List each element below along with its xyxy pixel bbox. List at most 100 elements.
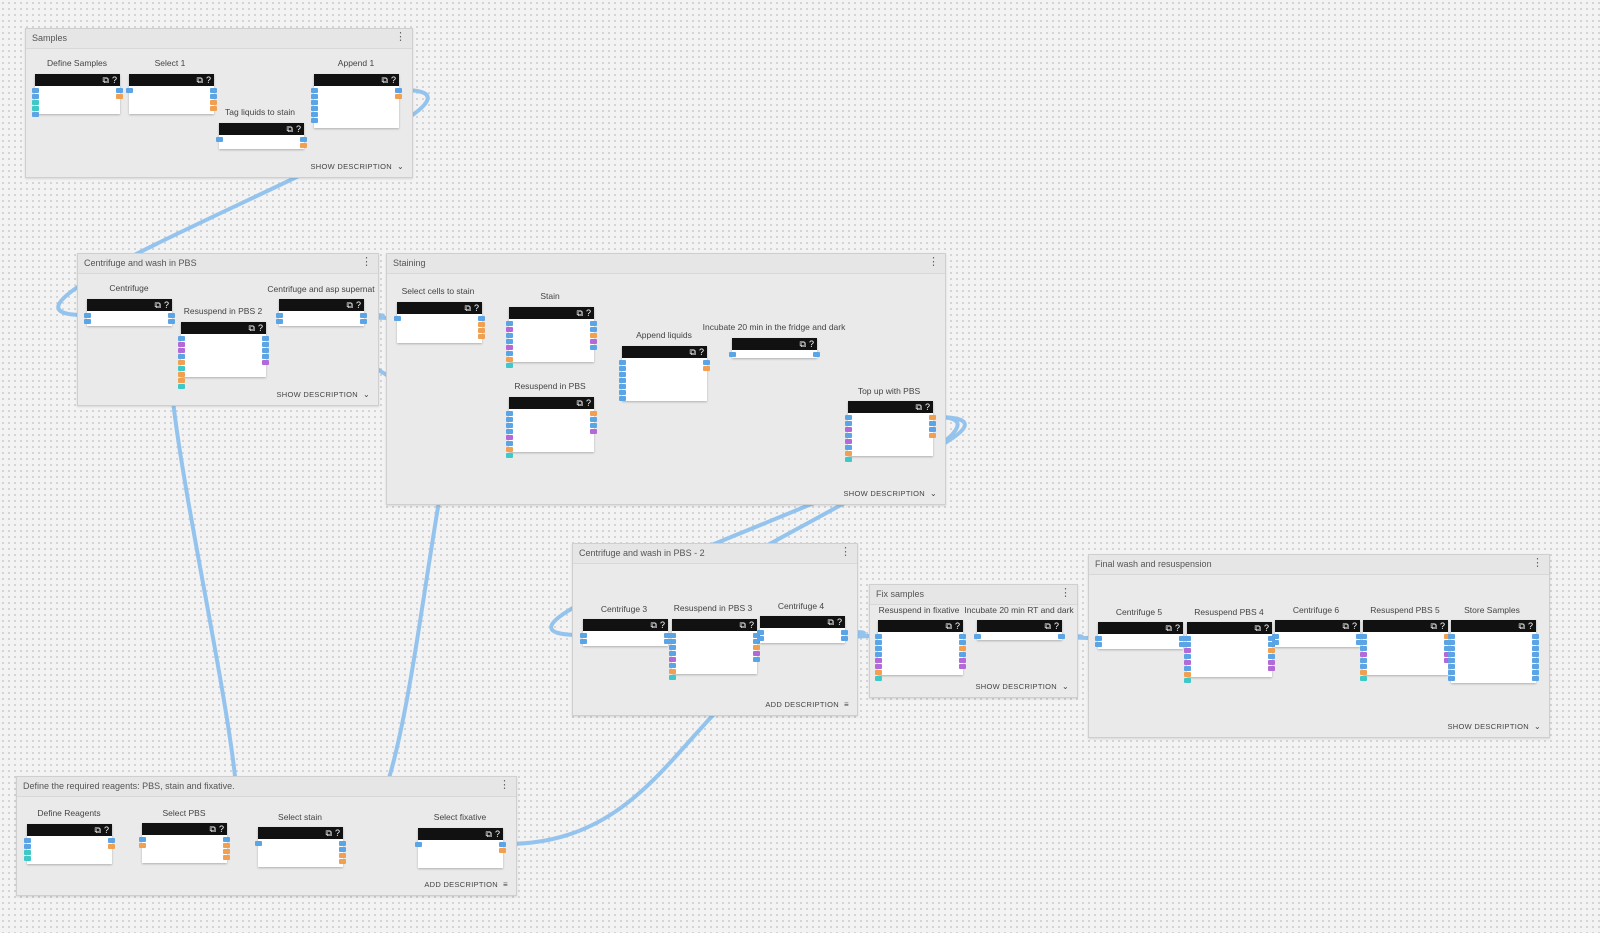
output-port[interactable] bbox=[753, 651, 760, 656]
element-centrifuge[interactable]: ⧉? bbox=[87, 299, 172, 326]
input-port[interactable] bbox=[178, 342, 185, 347]
element-store-samples[interactable]: ⧉? bbox=[1451, 620, 1536, 683]
element-header[interactable]: ⧉? bbox=[1451, 620, 1536, 632]
more-vert-icon[interactable]: ⋮ bbox=[1060, 587, 1071, 599]
input-port[interactable] bbox=[1184, 642, 1191, 647]
element-centrifuge-3[interactable]: ⧉? bbox=[583, 619, 668, 646]
input-port[interactable] bbox=[1184, 636, 1191, 641]
more-vert-icon[interactable]: ⋮ bbox=[499, 779, 510, 791]
help-icon[interactable]: ? bbox=[1174, 623, 1180, 633]
input-port[interactable] bbox=[139, 843, 146, 848]
input-port[interactable] bbox=[1448, 670, 1455, 675]
input-port[interactable] bbox=[669, 663, 676, 668]
input-port[interactable] bbox=[619, 396, 626, 401]
input-port[interactable] bbox=[875, 634, 882, 639]
output-port[interactable] bbox=[1444, 634, 1451, 639]
input-port[interactable] bbox=[32, 88, 39, 93]
connection-wire[interactable] bbox=[168, 336, 240, 841]
element-header[interactable]: ⧉? bbox=[977, 620, 1062, 632]
help-icon[interactable]: ? bbox=[295, 124, 301, 134]
output-port[interactable] bbox=[590, 411, 597, 416]
element-header[interactable]: ⧉? bbox=[583, 619, 668, 631]
input-port[interactable] bbox=[1360, 652, 1367, 657]
output-port[interactable] bbox=[841, 630, 848, 635]
input-port[interactable] bbox=[669, 675, 676, 680]
output-port[interactable] bbox=[753, 633, 760, 638]
open-in-new-icon[interactable]: ⧉ bbox=[1342, 621, 1349, 631]
output-port[interactable] bbox=[478, 316, 485, 321]
input-port[interactable] bbox=[619, 366, 626, 371]
input-port[interactable] bbox=[506, 345, 513, 350]
open-in-new-icon[interactable]: ⧉ bbox=[102, 75, 109, 85]
output-port[interactable] bbox=[262, 360, 269, 365]
output-port[interactable] bbox=[1532, 646, 1539, 651]
show-description-button[interactable]: SHOW DESCRIPTION⌄ bbox=[844, 489, 938, 498]
help-icon[interactable]: ? bbox=[954, 621, 960, 631]
output-port[interactable] bbox=[590, 429, 597, 434]
input-port[interactable] bbox=[1448, 634, 1455, 639]
element-tag-liquids[interactable]: ⧉? bbox=[219, 123, 304, 149]
element-select-cells[interactable]: ⧉? bbox=[397, 302, 482, 343]
output-port[interactable] bbox=[339, 853, 346, 858]
input-port[interactable] bbox=[24, 844, 31, 849]
help-icon[interactable]: ? bbox=[1527, 621, 1533, 631]
input-port[interactable] bbox=[506, 357, 513, 362]
element-header[interactable]: ⧉? bbox=[314, 74, 399, 86]
input-port[interactable] bbox=[619, 378, 626, 383]
input-port[interactable] bbox=[875, 658, 882, 663]
group-header[interactable]: Define the required reagents: PBS, stain… bbox=[17, 777, 516, 797]
output-port[interactable] bbox=[959, 664, 966, 669]
output-port[interactable] bbox=[1268, 654, 1275, 659]
help-icon[interactable]: ? bbox=[748, 620, 754, 630]
more-vert-icon[interactable]: ⋮ bbox=[395, 31, 406, 43]
open-in-new-icon[interactable]: ⧉ bbox=[209, 824, 216, 834]
input-port[interactable] bbox=[669, 639, 676, 644]
output-port[interactable] bbox=[590, 333, 597, 338]
element-header[interactable]: ⧉? bbox=[142, 823, 227, 835]
input-port[interactable] bbox=[845, 457, 852, 462]
output-port[interactable] bbox=[959, 634, 966, 639]
group-header[interactable]: Staining ⋮ bbox=[387, 254, 945, 274]
output-port[interactable] bbox=[223, 855, 230, 860]
output-port[interactable] bbox=[1268, 642, 1275, 647]
help-icon[interactable]: ? bbox=[808, 339, 814, 349]
output-port[interactable] bbox=[929, 415, 936, 420]
input-port[interactable] bbox=[506, 417, 513, 422]
output-port[interactable] bbox=[210, 100, 217, 105]
input-port[interactable] bbox=[845, 421, 852, 426]
output-port[interactable] bbox=[1179, 636, 1186, 641]
open-in-new-icon[interactable]: ⧉ bbox=[485, 829, 492, 839]
input-port[interactable] bbox=[506, 363, 513, 368]
show-description-button[interactable]: SHOW DESCRIPTION⌄ bbox=[277, 390, 371, 399]
input-port[interactable] bbox=[757, 630, 764, 635]
input-port[interactable] bbox=[1448, 664, 1455, 669]
input-port[interactable] bbox=[669, 645, 676, 650]
more-vert-icon[interactable]: ⋮ bbox=[1532, 557, 1543, 569]
input-port[interactable] bbox=[415, 842, 422, 847]
open-in-new-icon[interactable]: ⧉ bbox=[915, 402, 922, 412]
input-port[interactable] bbox=[729, 352, 736, 357]
input-port[interactable] bbox=[178, 378, 185, 383]
open-in-new-icon[interactable]: ⧉ bbox=[576, 398, 583, 408]
help-icon[interactable]: ? bbox=[163, 300, 169, 310]
output-port[interactable] bbox=[395, 94, 402, 99]
help-icon[interactable]: ? bbox=[836, 617, 842, 627]
more-vert-icon[interactable]: ⋮ bbox=[928, 256, 939, 268]
input-port[interactable] bbox=[311, 118, 318, 123]
input-port[interactable] bbox=[84, 319, 91, 324]
group-header[interactable]: Final wash and resuspension ⋮ bbox=[1089, 555, 1549, 575]
input-port[interactable] bbox=[619, 384, 626, 389]
output-port[interactable] bbox=[664, 639, 671, 644]
input-port[interactable] bbox=[1184, 660, 1191, 665]
open-in-new-icon[interactable]: ⧉ bbox=[1044, 621, 1051, 631]
open-in-new-icon[interactable]: ⧉ bbox=[1165, 623, 1172, 633]
element-append-1[interactable]: ⧉? bbox=[314, 74, 399, 128]
element-header[interactable]: ⧉? bbox=[622, 346, 707, 358]
group-header[interactable]: Fix samples ⋮ bbox=[870, 585, 1077, 605]
output-port[interactable] bbox=[116, 94, 123, 99]
element-centrifuge-4[interactable]: ⧉? bbox=[760, 616, 845, 643]
element-header[interactable]: ⧉? bbox=[878, 620, 963, 632]
show-description-button[interactable]: SHOW DESCRIPTION⌄ bbox=[311, 162, 405, 171]
input-port[interactable] bbox=[1184, 648, 1191, 653]
output-port[interactable] bbox=[1268, 648, 1275, 653]
